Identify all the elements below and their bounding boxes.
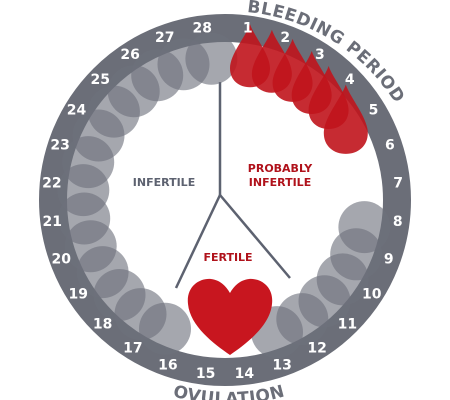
day-number-3: 3 — [315, 47, 325, 63]
gray-circle-icon — [185, 32, 238, 85]
day-number-18: 18 — [93, 317, 112, 333]
divider-right — [219, 194, 291, 279]
day-number-27: 27 — [155, 30, 174, 46]
zone-dividers — [174, 82, 291, 289]
day-number-24: 24 — [67, 102, 87, 118]
fertile-zone-label: FERTILE — [203, 251, 252, 264]
day-number-14: 14 — [235, 366, 255, 382]
infertile-day-markers — [57, 32, 391, 359]
day-number-10: 10 — [362, 287, 382, 303]
bleeding-day-markers — [230, 24, 368, 154]
infertile-zone-label: INFERTILE — [133, 176, 195, 189]
day-number-ring: 1234567891011121314151617181920212223242… — [42, 21, 403, 382]
day-number-2: 2 — [280, 30, 290, 46]
day-number-21: 21 — [43, 214, 62, 230]
day-number-20: 20 — [51, 252, 71, 268]
day-number-16: 16 — [158, 357, 177, 373]
day-number-15: 15 — [196, 366, 215, 382]
heart-icon — [187, 278, 273, 355]
day-number-4: 4 — [345, 72, 355, 88]
blood-drop-icon — [323, 84, 368, 154]
day-number-7: 7 — [393, 175, 403, 191]
day-number-23: 23 — [50, 138, 69, 154]
divider-left — [174, 194, 222, 289]
day-number-22: 22 — [42, 175, 61, 191]
day-number-28: 28 — [193, 21, 212, 37]
day-number-13: 13 — [272, 357, 291, 373]
cycle-ring — [39, 14, 411, 386]
day-number-19: 19 — [68, 287, 87, 303]
probably-infertile-label-line2: INFERTILE — [249, 176, 311, 189]
day-number-26: 26 — [120, 47, 139, 63]
day-number-8: 8 — [393, 214, 403, 230]
day-number-25: 25 — [90, 72, 109, 88]
day-number-6: 6 — [385, 138, 395, 154]
day-number-9: 9 — [384, 252, 394, 268]
probably-infertile-label-line1: PROBABLY — [248, 162, 313, 175]
day-number-1: 1 — [243, 21, 253, 37]
day-number-11: 11 — [338, 317, 357, 333]
day-number-5: 5 — [369, 102, 379, 118]
day-number-17: 17 — [123, 341, 142, 357]
day-number-12: 12 — [307, 341, 326, 357]
